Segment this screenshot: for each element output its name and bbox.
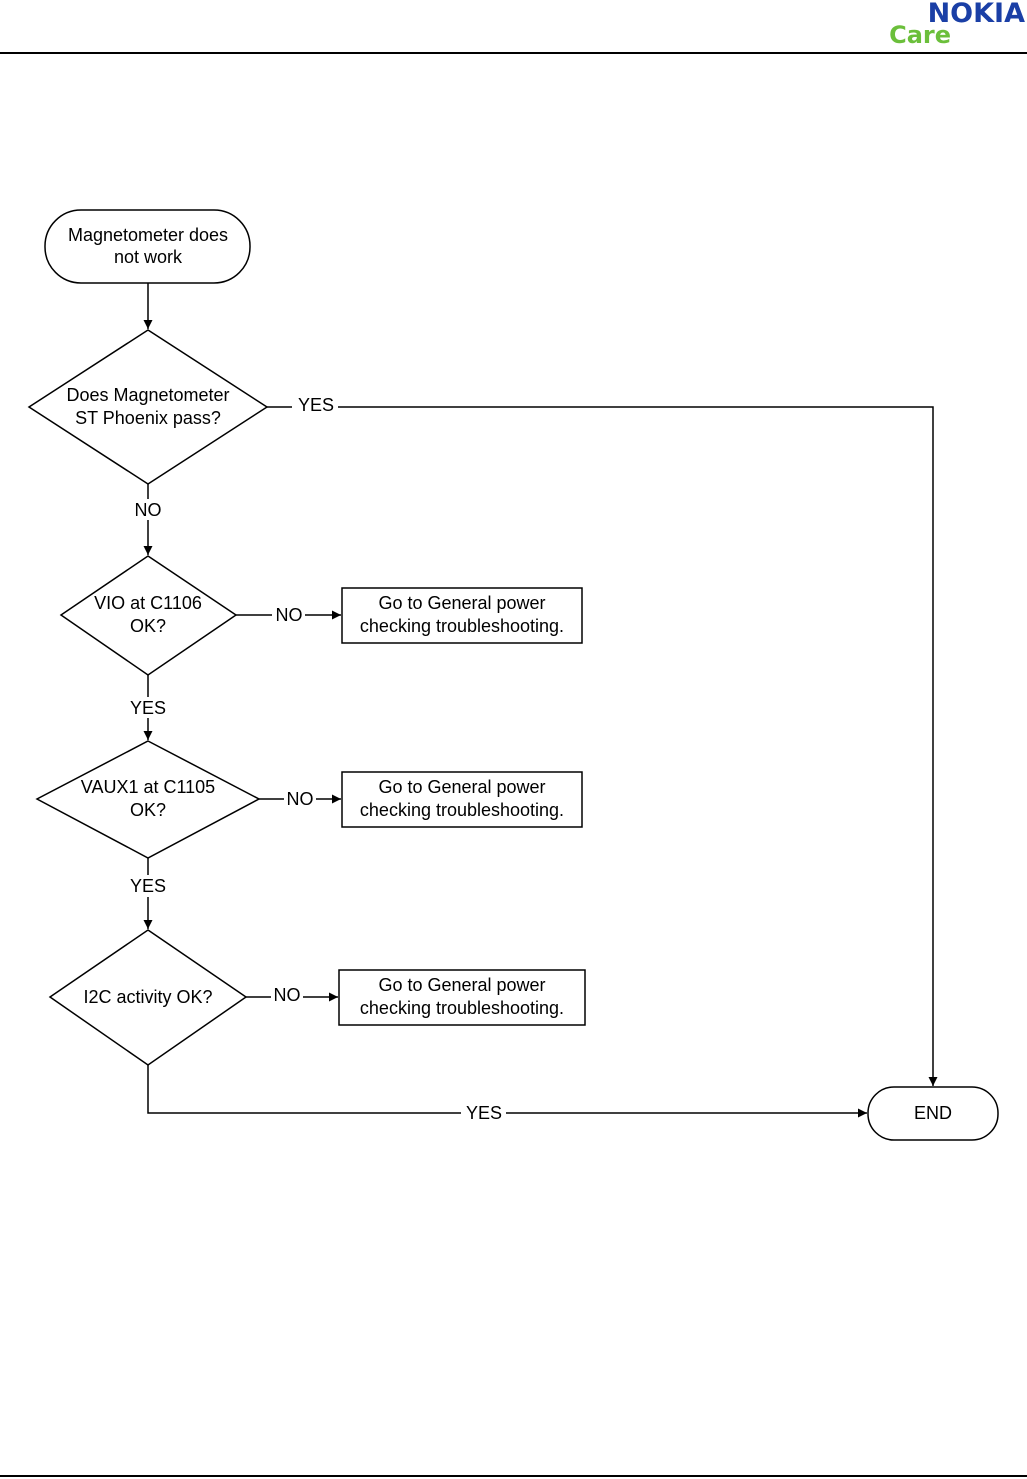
action-3-line1: Go to General power <box>378 975 545 995</box>
q4-label: I2C activity OK? <box>83 987 212 1007</box>
q4-no-label: NO <box>274 985 301 1005</box>
action-box-2 <box>341 771 583 828</box>
q2-label-line1: VIO at C1106 <box>94 593 202 613</box>
logo-nokia-text: NOKIA <box>927 0 1025 29</box>
action-2-line2: checking troubleshooting. <box>360 800 564 820</box>
q1-yes-label: YES <box>298 395 334 415</box>
start-label-line1: Magnetometer does <box>68 225 228 245</box>
start-label-line2: not work <box>114 247 183 267</box>
end-label: END <box>914 1103 952 1123</box>
connector-q4-yes <box>147 1065 461 1114</box>
q1-label-line1: Does Magnetometer <box>66 385 229 405</box>
q1-no-label: NO <box>135 500 162 520</box>
q3-label-line1: VAUX1 at C1105 <box>81 777 215 797</box>
q3-no-label: NO <box>287 789 314 809</box>
action-1-line1: Go to General power <box>378 593 545 613</box>
logo-care-text: Care <box>889 21 951 49</box>
q2-label-line2: OK? <box>130 616 166 636</box>
action-2-line1: Go to General power <box>378 777 545 797</box>
connector-q1-yes-end <box>338 406 938 1086</box>
action-1-line2: checking troubleshooting. <box>360 616 564 636</box>
q3-label-line2: OK? <box>130 800 166 820</box>
q3-yes-label: YES <box>130 876 166 896</box>
q1-label-line2: ST Phoenix pass? <box>75 408 221 428</box>
footer-rule <box>0 1475 1027 1477</box>
decision-magnetometer-st <box>27 329 269 485</box>
action-box-1 <box>341 587 583 644</box>
action-box-3 <box>338 969 586 1026</box>
end-node <box>867 1086 999 1141</box>
nokia-care-logo: NOKIA Care <box>889 0 1025 52</box>
q2-no-label: NO <box>276 605 303 625</box>
header-rule <box>0 52 1027 54</box>
action-3-line2: checking troubleshooting. <box>360 998 564 1018</box>
q4-yes-label: YES <box>466 1103 502 1123</box>
q2-yes-label: YES <box>130 698 166 718</box>
